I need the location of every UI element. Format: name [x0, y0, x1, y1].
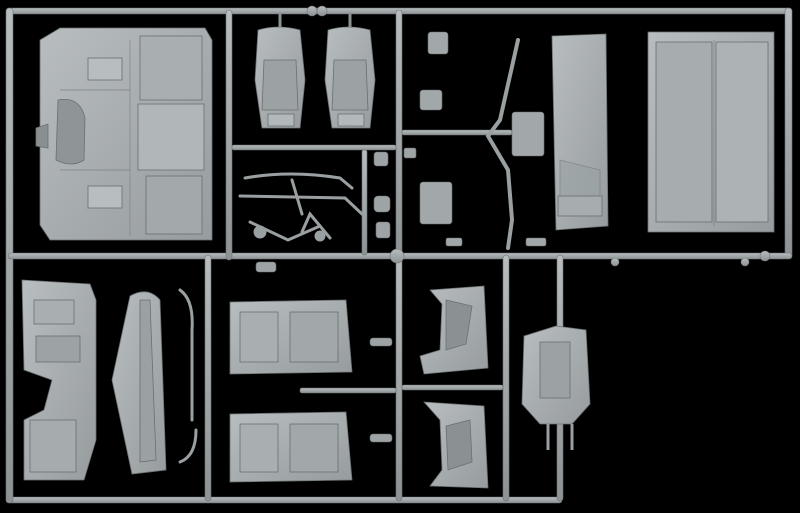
part-small-brackets	[373, 147, 417, 239]
part-brackets-lower	[178, 288, 198, 464]
part-fender	[111, 291, 167, 475]
part-wheel-arch-lower	[423, 401, 489, 489]
part-tailgate-panel	[647, 31, 775, 233]
part-chassis-floor	[35, 27, 213, 241]
sprue-frame	[5, 5, 793, 504]
part-body-panel-lower	[229, 411, 353, 483]
part-linkages	[238, 172, 364, 242]
part-pins	[255, 261, 393, 443]
runner-right	[784, 7, 793, 259]
part-small-fittings	[419, 31, 547, 247]
part-tie-rod	[485, 38, 520, 250]
part-body-panel-upper	[229, 299, 353, 375]
part-dash-frame	[21, 279, 97, 481]
part-seat-frame	[521, 325, 591, 450]
part-seats	[254, 14, 376, 129]
part-door-panel	[551, 33, 609, 231]
part-wheel-arch-upper	[419, 285, 489, 375]
runner-bottom	[7, 496, 563, 504]
